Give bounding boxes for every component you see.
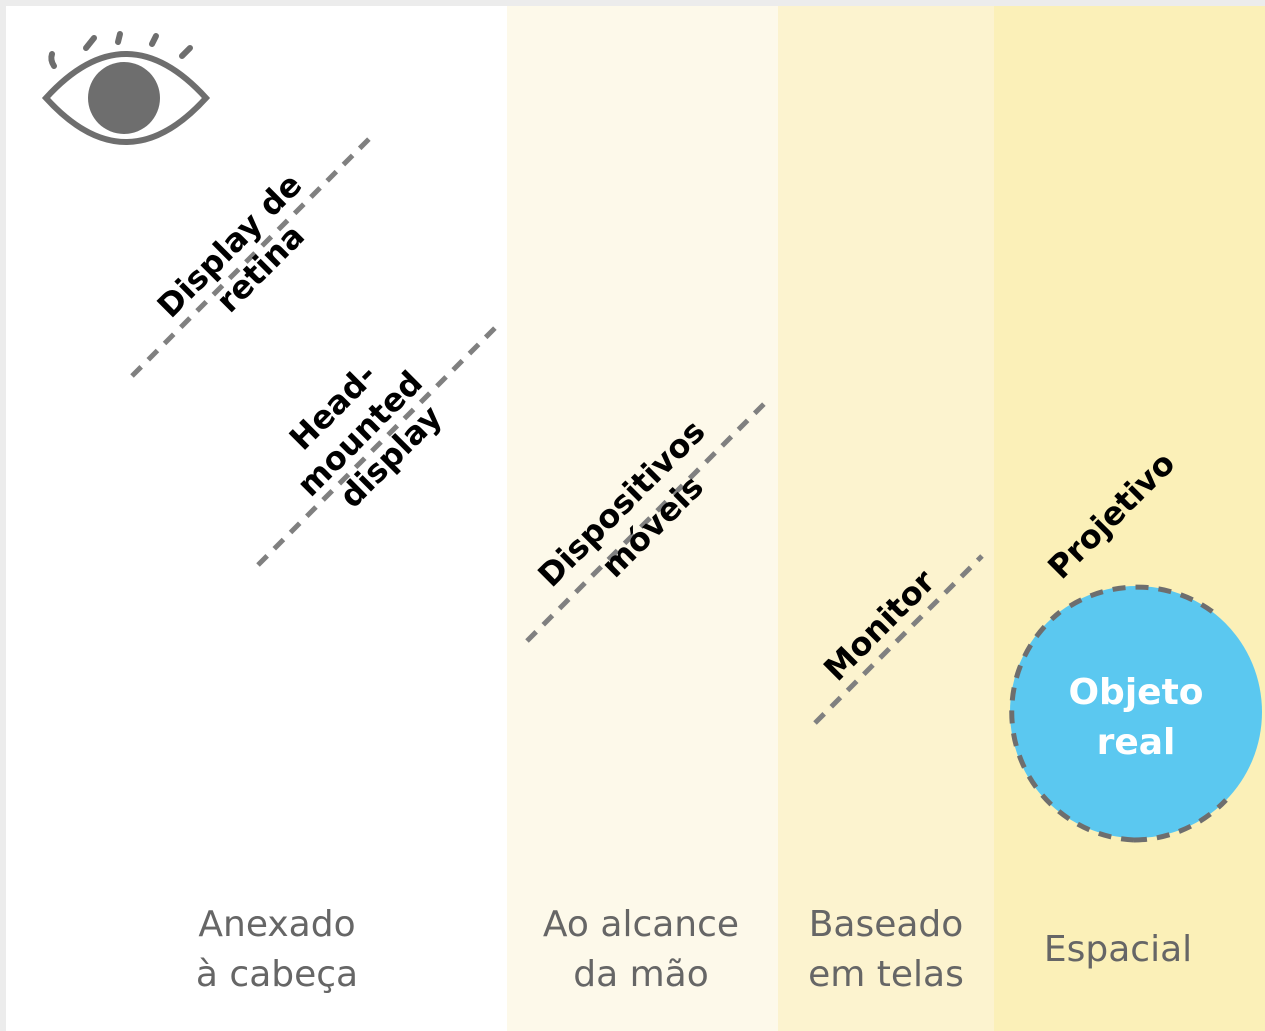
real-object-dashed-outline xyxy=(1009,610,1135,843)
retina-display-label: Display de retina xyxy=(150,158,344,352)
real-object-label: Objeto real xyxy=(1068,672,1204,763)
zone-screen-based: Baseado em telas xyxy=(808,904,964,995)
real-object-dashed-outline-bottom xyxy=(1133,798,1228,843)
head-attached-band xyxy=(6,6,507,1031)
zone-head-attached: Anexado à cabeça xyxy=(195,904,359,995)
zone-spatial: Espacial xyxy=(1043,929,1193,970)
mobile-devices-label: Dispositivos móveis xyxy=(530,404,747,621)
spatial-band xyxy=(994,6,1265,1031)
head-mounted-dashed-line xyxy=(256,320,503,567)
screen-based-band xyxy=(778,6,994,1031)
zone-hand-held: Ao alcance da mão xyxy=(542,904,740,995)
head-mounted-display-label: Head- mounted display xyxy=(263,329,465,531)
monitor-dashed-line xyxy=(813,554,984,725)
hand-held-band xyxy=(507,6,778,1031)
monitor-label: Monitor xyxy=(816,562,942,688)
real-object-dashed-outline-top xyxy=(1068,584,1220,618)
mobile-dashed-line xyxy=(525,396,772,643)
retina-dashed-line xyxy=(130,132,376,378)
real-object-circle xyxy=(1010,586,1262,838)
projective-label: Projetivo xyxy=(1040,444,1182,586)
eye-icon xyxy=(41,31,211,145)
